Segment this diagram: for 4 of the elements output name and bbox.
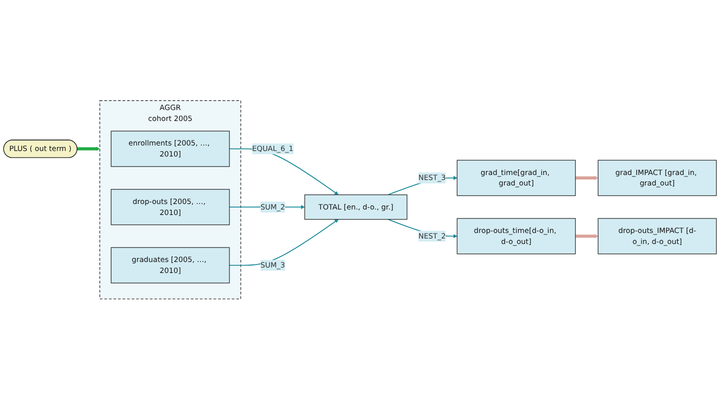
arrow — [575, 234, 598, 238]
arrow — [228, 219, 339, 266]
arrow — [575, 176, 598, 180]
arrow — [77, 147, 100, 152]
